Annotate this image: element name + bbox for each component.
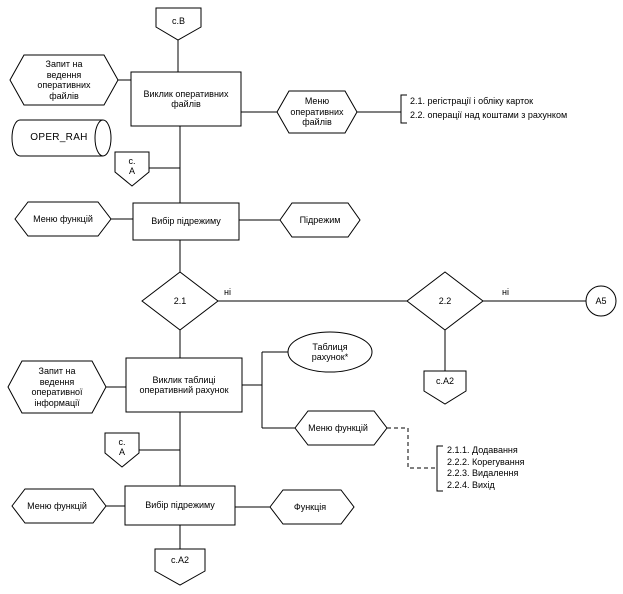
connector-cb-label: с.В [171, 15, 185, 26]
io-table-rahunok-shape [287, 331, 373, 373]
bracket-functions-item: 2.2.3. Видалення [447, 468, 519, 478]
table-rahunok-label: Таблиця рахунок* [311, 341, 349, 363]
bracket-oper-files-brace [400, 94, 407, 124]
edge-menu-func-to-bracket-dashed [387, 427, 437, 469]
process-select-submode-top-shape [132, 202, 240, 241]
bracket-functions-item: 2.1.1. Додавання [447, 445, 518, 455]
call-oper-files-label: Виклик оперативних файлів [143, 88, 229, 110]
storage-oper-rah-body [11, 119, 103, 157]
process-call-table-shape [125, 357, 243, 413]
io-menu-func-mid-shape [294, 410, 388, 446]
menu-func-top-label: Меню функцій [33, 213, 93, 224]
call-table-label: Виклик таблиці оперативний рахунок [139, 374, 229, 396]
menu-func-mid-label: Меню функцій [308, 422, 368, 433]
process-select-submode-bottom-shape [124, 485, 236, 526]
decision-21-shape [141, 271, 219, 331]
offpage-connector-ca-top-shape [114, 151, 150, 187]
offpage-connector-cb-shape [155, 7, 202, 41]
io-menu-oper-files-shape [276, 90, 358, 134]
io-menu-func-bottom-shape [11, 488, 107, 524]
connector-a5-shape [585, 285, 617, 317]
offpage-connector-ca-bottom-shape [104, 432, 140, 468]
select-submode-bottom-label: Вибір підрежиму [145, 500, 215, 511]
offpage-connector-ca2-right-shape [423, 370, 467, 405]
bracket-oper-files-item: 2.2. операції над коштами з рахунком [410, 110, 568, 120]
decision-22-shape [406, 271, 484, 331]
funkcija-label: Функція [293, 501, 327, 512]
bracket-functions-list: 2.1.1. Додавання 2.2.2. Корегування 2.2.… [447, 445, 577, 491]
request-oper-files-label: Запит на ведення оперативних файлів [37, 59, 91, 101]
offpage-connector-ca2-bottom-shape [154, 548, 206, 586]
edge-label-ni-right: ні [502, 287, 509, 297]
select-submode-top-label: Вибір підрежиму [151, 216, 221, 227]
menu-oper-files-label: Меню оперативних файлів [290, 96, 344, 128]
bracket-functions-item: 2.2.2. Корегування [447, 456, 525, 467]
storage-oper-rah-cap [94, 119, 112, 157]
io-request-oper-info-shape [7, 360, 107, 414]
bracket-functions-item: 2.2.4. Вихід [447, 479, 495, 490]
process-call-oper-files-shape [130, 71, 242, 127]
request-oper-info-label: Запит на ведення оперативної інформації [31, 366, 83, 408]
submode-label: Підрежим [299, 214, 341, 225]
a5-label: А5 [595, 295, 607, 306]
io-menu-func-top-shape [14, 201, 112, 237]
bracket-functions-brace [436, 445, 443, 492]
decision-22-label: 2.2 [438, 295, 452, 306]
connector-ca2-bottom-label: с.А2 [170, 554, 189, 565]
edge-call-table-branch [242, 351, 295, 429]
bracket-oper-files-item: 2.1. регістрації і обліку карток [410, 96, 534, 106]
menu-func-bottom-label: Меню функцій [27, 500, 87, 511]
io-request-oper-files-shape [9, 54, 119, 106]
connector-ca2-right-label: с.А2 [435, 376, 454, 387]
io-submode-shape [279, 202, 361, 238]
bracket-oper-files-list: 2.1. регістрації і обліку карток 2.2. оп… [410, 94, 610, 122]
oper-rah-label: OPER_RAH [30, 131, 88, 143]
decision-21-label: 2.1 [173, 295, 187, 306]
edge-label-ni-left: ні [224, 287, 231, 297]
io-funkcija-shape [269, 489, 355, 525]
connector-ca-bottom-label: с. А [118, 437, 126, 457]
connector-ca-top-label: с. А [128, 156, 136, 176]
